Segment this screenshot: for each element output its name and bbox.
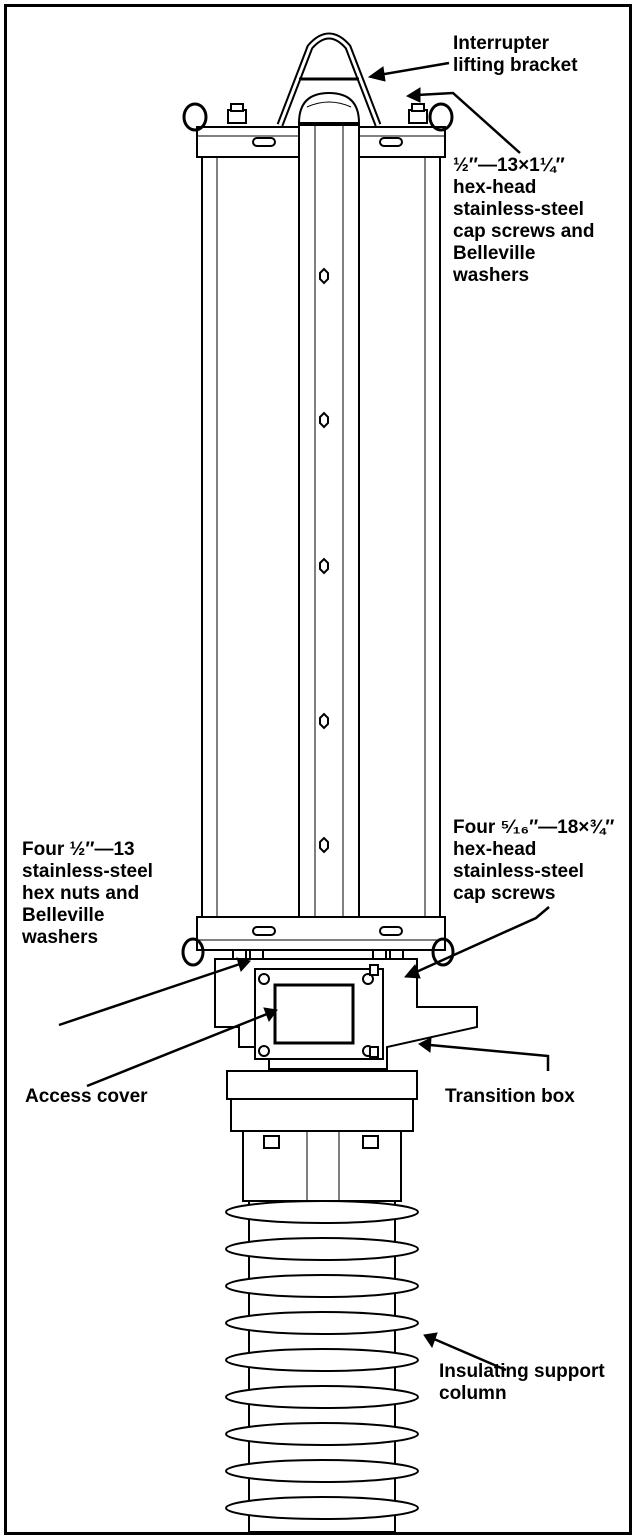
callout-hex-nuts: Four ½″—13 stainless-steel hex nuts and … bbox=[22, 839, 153, 949]
callout-line: Four ⁵⁄₁₆″—18×¾″ bbox=[453, 817, 615, 838]
callout-line: Transition box bbox=[445, 1086, 575, 1107]
callout-line: Access cover bbox=[25, 1086, 148, 1107]
callout-line: cap screws and bbox=[453, 221, 595, 242]
interrupter-assembly-drawing bbox=[58, 32, 550, 1532]
callout-line: washers bbox=[453, 265, 530, 286]
callout-access-cover: Access cover bbox=[25, 1086, 148, 1108]
callout-line: ½″—13×1¼″ bbox=[453, 155, 565, 176]
callout-line: stainless-steel bbox=[22, 861, 153, 882]
bottom-flange bbox=[181, 916, 455, 967]
base-casting bbox=[226, 1070, 418, 1202]
callout-line: Insulating support bbox=[439, 1361, 605, 1382]
lifting-bracket bbox=[276, 32, 382, 127]
callout-line: Four ½″—13 bbox=[22, 839, 135, 860]
callout-line: Belleville bbox=[453, 243, 536, 264]
callout-line: cap screws bbox=[453, 883, 556, 904]
callout-lifting-bracket: Interrupter lifting bracket bbox=[453, 33, 578, 77]
callout-line: hex-head bbox=[453, 177, 537, 198]
figure-frame: Interrupter lifting bracket ½″—13×1¼″ he… bbox=[4, 4, 632, 1535]
callout-line: Interrupter bbox=[453, 33, 550, 54]
callout-line: column bbox=[439, 1383, 507, 1404]
insulating-support-column bbox=[225, 1200, 419, 1532]
callout-cap-screws-bottom: Four ⁵⁄₁₆″—18×¾″ hex-head stainless-stee… bbox=[453, 817, 614, 905]
callout-cap-screws-top: ½″—13×1¼″ hex-head stainless-steel cap s… bbox=[453, 155, 595, 287]
callout-line: stainless-steel bbox=[453, 199, 584, 220]
callout-line: stainless-steel bbox=[453, 861, 584, 882]
callout-line: washers bbox=[22, 927, 99, 948]
callout-line: hex-head bbox=[453, 839, 537, 860]
callout-support-column: Insulating support column bbox=[439, 1361, 605, 1405]
interrupter-body bbox=[201, 124, 441, 936]
callout-line: Belleville bbox=[22, 905, 105, 926]
leader-lines bbox=[58, 61, 550, 1372]
callout-line: hex nuts and bbox=[22, 883, 140, 904]
callout-transition-box: Transition box bbox=[445, 1086, 575, 1108]
transition-box bbox=[214, 958, 478, 1070]
callout-line: lifting bracket bbox=[453, 55, 578, 76]
